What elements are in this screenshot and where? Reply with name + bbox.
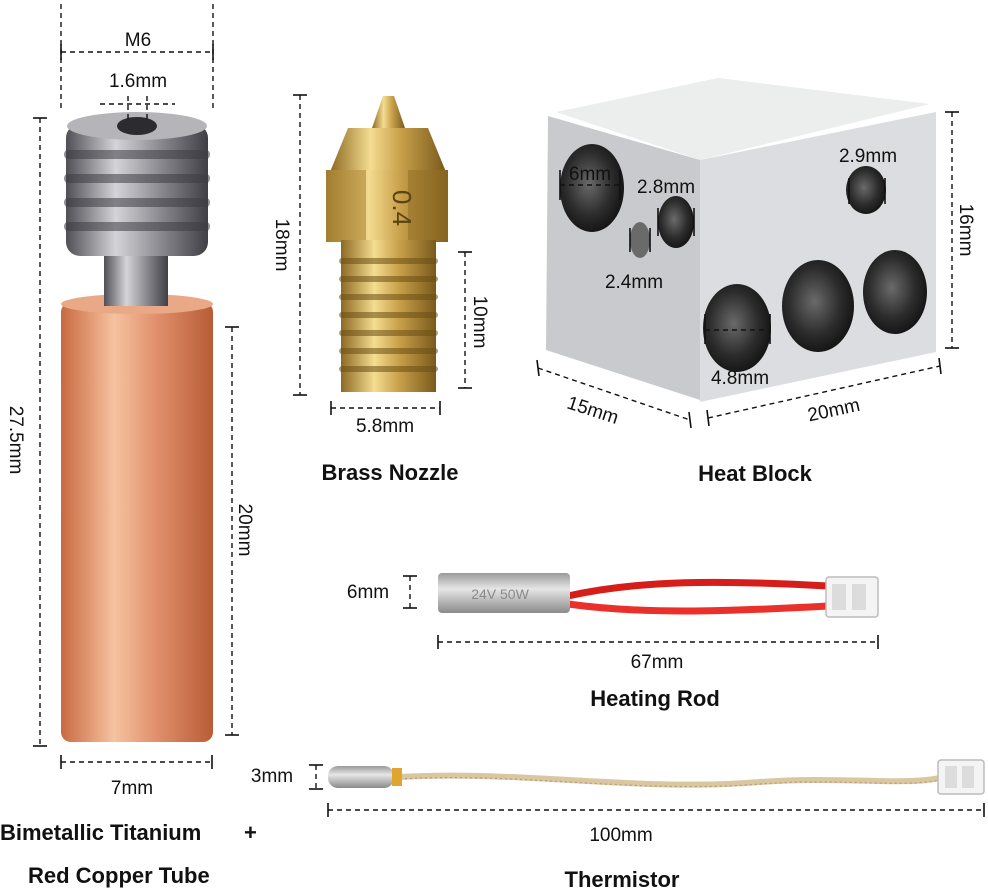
block-hole-6mm (560, 144, 624, 232)
block-hole-2-4mm-label: 2.4mm (605, 272, 663, 293)
thermistor-diameter-label: 3mm (251, 766, 293, 787)
block-top-face (556, 78, 930, 160)
thermistor-probe-band (392, 768, 402, 786)
nozzle-threads (339, 258, 438, 372)
nozzle-title: Brass Nozzle (322, 460, 459, 485)
brass-nozzle (293, 94, 472, 415)
heating-rod-length-label: 67mm (631, 652, 684, 673)
block-hole-2-4mm (630, 222, 650, 258)
heating-rod-body (438, 573, 570, 613)
tube-copper-length-label: 20mm (234, 504, 255, 557)
block-hole-6mm-label: 6mm (569, 164, 611, 185)
block-depth-label: 15mm (564, 393, 621, 429)
tube-diameter-label: 7mm (111, 778, 153, 799)
nozzle-width-label: 5.8mm (356, 416, 414, 437)
thermistor-length-label: 100mm (589, 825, 652, 846)
block-hole-4-8mm-label: 4.8mm (711, 368, 769, 389)
thermistor-probe (328, 766, 394, 788)
tube-bore-label: 1.6mm (109, 71, 167, 92)
block-hole-right (863, 250, 927, 334)
block-hole-2-9mm-label: 2.9mm (839, 146, 897, 167)
block-hole-2-9mm (846, 166, 886, 214)
tube-title-plus: + (244, 820, 257, 845)
copper-section (61, 302, 213, 742)
heating-rod-title: Heating Rod (590, 686, 720, 711)
block-height-label: 16mm (955, 204, 976, 257)
block-hole-2-8mm (658, 196, 694, 248)
thermistor-title: Thermistor (565, 867, 680, 892)
tube-length-label: 27.5mm (5, 406, 26, 475)
tube-thread-label: M6 (125, 30, 151, 51)
heating-rod-diameter-label: 6mm (347, 582, 389, 603)
heating-rod-rating: 24V 50W (471, 586, 529, 602)
heat-block (536, 78, 959, 429)
nozzle-thread-length-label: 10mm (469, 296, 490, 349)
heating-rod (403, 573, 879, 649)
thermistor-connector (937, 759, 985, 795)
tube-title-line1: Bimetallic Titanium (0, 820, 201, 845)
heatbreak-tube (33, 4, 239, 769)
block-hole-threaded (782, 260, 854, 352)
nozzle-size-marking: 0.4 (387, 190, 417, 226)
thermistor (309, 759, 985, 817)
block-hole-2-8mm-label: 2.8mm (637, 177, 695, 198)
titanium-thread-head (64, 112, 210, 256)
tube-title-line2: Red Copper Tube (28, 863, 210, 888)
nozzle-length-label: 18mm (271, 219, 292, 272)
block-hole-4-8mm (703, 284, 771, 372)
block-width-label: 20mm (806, 395, 862, 427)
heat-block-title: Heat Block (698, 461, 812, 486)
